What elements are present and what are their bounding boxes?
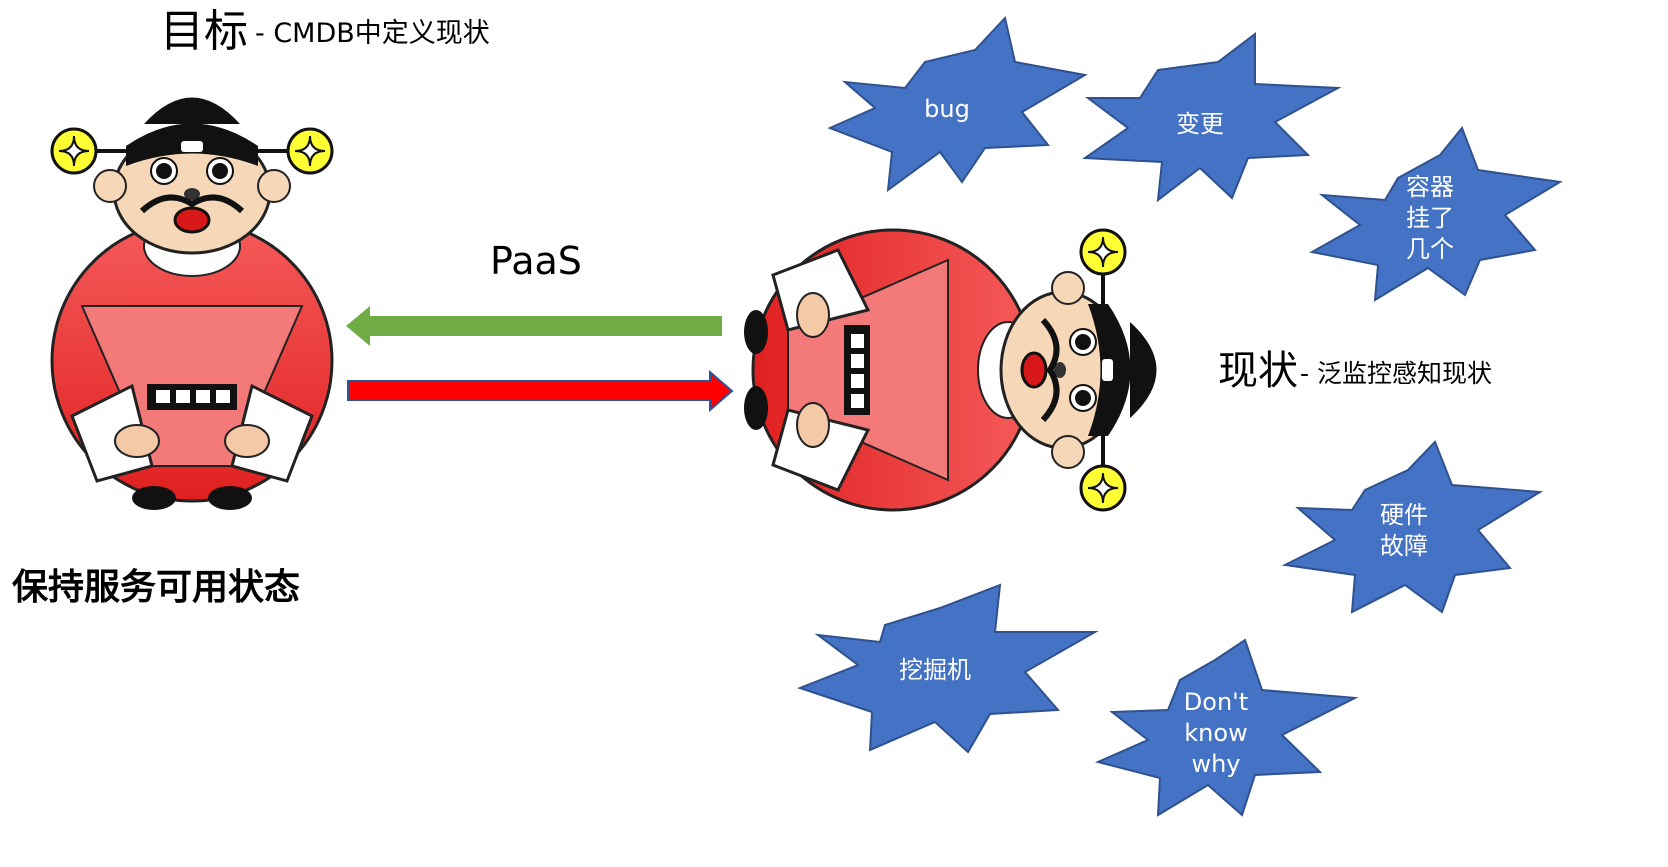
burst-shape-bug — [827, 15, 1088, 193]
arrow-left-green — [346, 306, 722, 346]
goal-title: 目标 — [160, 6, 248, 57]
official-figure-rotated — [744, 230, 1157, 510]
status-subtitle: - 泛监控感知现状 — [1300, 359, 1492, 388]
status-title: 现状 — [1218, 348, 1298, 394]
keep-available-label: 保持服务可用状态 — [12, 567, 301, 608]
burst-label-container: 容器 挂了 几个 — [1406, 173, 1454, 263]
burst-shape-hardware — [1281, 440, 1544, 614]
arrow-right-red — [347, 369, 734, 413]
arrow-label: PaaS — [490, 239, 582, 283]
burst-label-change: 变更 — [1176, 110, 1224, 138]
burst-label-unknown: Don't know why — [1183, 688, 1249, 778]
burst-label-excavator: 挖掘机 — [899, 656, 971, 684]
official-figure-upright — [52, 98, 332, 511]
burst-label-bug: bug — [924, 95, 970, 123]
goal-subtitle: - CMDB中定义现状 — [255, 18, 490, 49]
burst-shape-unknown — [1094, 638, 1359, 817]
burst-shape-container — [1309, 126, 1563, 302]
burst-shape-change — [1082, 31, 1342, 203]
burst-shape-excavator — [797, 583, 1099, 754]
burst-label-hardware: 硬件 故障 — [1380, 501, 1428, 560]
